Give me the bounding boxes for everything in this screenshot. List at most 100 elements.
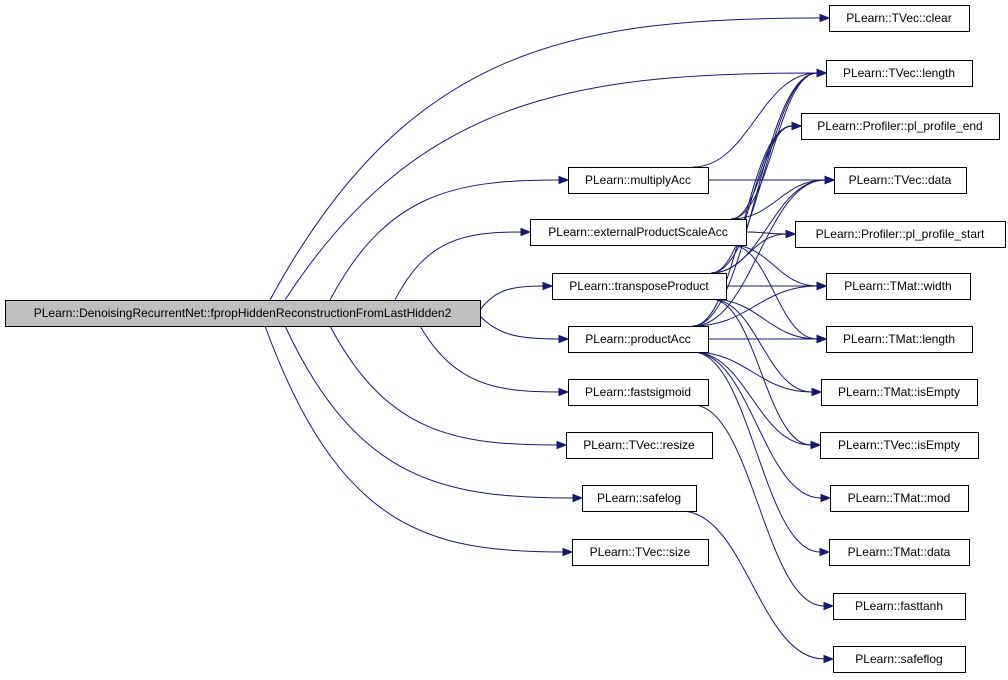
edge-line <box>692 285 818 327</box>
edge-layer <box>264 13 836 664</box>
node-label: PLearn::TMat::width <box>844 279 951 293</box>
edge-product-acc-to-tmat-width <box>692 281 828 327</box>
edge-external-product-scale-acc-to-tvec-length <box>730 68 828 220</box>
edge-root-to-external-product-scale-acc <box>394 227 532 301</box>
edge-line <box>284 72 818 301</box>
node-transpose-product[interactable]: PLearn::transposeProduct <box>552 273 727 300</box>
node-box <box>795 221 1006 248</box>
edge-line <box>419 325 560 393</box>
node-box <box>5 300 481 327</box>
edge-line <box>730 179 826 220</box>
node-box <box>826 60 973 87</box>
node-box <box>530 219 747 246</box>
node-tvec-data[interactable]: PLearn::TVec::data <box>834 167 967 194</box>
arrowhead <box>785 229 797 239</box>
edge-external-product-scale-acc-to-tmat-width <box>730 244 828 291</box>
node-label: PLearn::TVec::length <box>843 66 955 80</box>
arrowhead <box>816 281 828 291</box>
node-box <box>801 113 1000 140</box>
edge-line <box>710 125 793 274</box>
arrowhead <box>824 175 836 185</box>
node-box <box>833 593 966 620</box>
edge-line <box>394 231 522 301</box>
arrowhead <box>520 227 532 237</box>
edge-line <box>692 179 826 327</box>
node-tvec-length[interactable]: PLearn::TVec::length <box>826 60 973 87</box>
node-box <box>826 273 971 300</box>
node-box <box>568 326 709 353</box>
edge-line <box>710 298 813 393</box>
edge-fastsigmoid-to-fasttanh <box>692 404 835 611</box>
node-label: PLearn::fasttanh <box>855 599 943 613</box>
node-multiply-acc[interactable]: PLearn::multiplyAcc <box>568 167 709 194</box>
node-fasttanh[interactable]: PLearn::fasttanh <box>833 593 966 620</box>
edge-line <box>479 315 560 340</box>
node-profile-start[interactable]: PLearn::Profiler::pl_profile_start <box>795 221 1006 248</box>
node-label: PLearn::TMat::mod <box>848 491 951 505</box>
edge-line <box>710 298 818 340</box>
node-safeflog[interactable]: PLearn::safeflog <box>833 646 966 673</box>
node-tmat-data[interactable]: PLearn::TMat::data <box>829 539 970 566</box>
root-node[interactable]: PLearn::DenoisingRecurrentNet::fpropHidd… <box>5 300 481 327</box>
edge-product-acc-to-tmat-is-empty <box>692 351 823 397</box>
edge-product-acc-to-tmat-length <box>708 334 828 344</box>
node-label: PLearn::safeflog <box>855 652 942 666</box>
edge-line <box>730 244 818 340</box>
node-label: PLearn::TMat::length <box>843 332 955 346</box>
edge-line <box>264 325 564 553</box>
node-tmat-width[interactable]: PLearn::TMat::width <box>826 273 971 300</box>
node-box <box>829 539 970 566</box>
node-product-acc[interactable]: PLearn::productAcc <box>568 326 709 353</box>
edge-line <box>730 125 793 220</box>
node-tvec-is-empty[interactable]: PLearn::TVec::isEmpty <box>820 432 979 459</box>
arrowhead <box>820 493 832 503</box>
node-label: PLearn::TVec::size <box>590 545 691 559</box>
node-label: PLearn::TVec::data <box>849 173 952 187</box>
node-box <box>834 167 967 194</box>
node-safelog[interactable]: PLearn::safelog <box>582 485 697 512</box>
edge-root-to-tvec-resize <box>329 325 568 450</box>
edge-transpose-product-to-profile-end <box>710 121 803 274</box>
edge-line <box>692 351 813 393</box>
edge-root-to-tvec-length <box>284 68 828 301</box>
node-external-product-scale-acc[interactable]: PLearn::externalProductScaleAcc <box>530 219 747 246</box>
node-box <box>572 539 709 566</box>
arrowhead <box>791 121 803 131</box>
arrowhead <box>556 440 568 450</box>
edge-line <box>730 72 818 220</box>
arrowhead <box>558 175 570 185</box>
node-label: PLearn::multiplyAcc <box>585 173 691 187</box>
edge-root-to-product-acc <box>479 315 570 344</box>
edge-line <box>680 510 825 660</box>
node-box <box>820 432 979 459</box>
arrowhead <box>558 387 570 397</box>
node-profile-end[interactable]: PLearn::Profiler::pl_profile_end <box>801 113 1000 140</box>
node-tvec-clear[interactable]: PLearn::TVec::clear <box>829 5 970 32</box>
arrowhead <box>811 387 823 397</box>
node-label: PLearn::TVec::isEmpty <box>838 438 960 452</box>
edge-root-to-multiply-acc <box>329 175 570 301</box>
node-tmat-length[interactable]: PLearn::TMat::length <box>826 326 973 353</box>
node-label: PLearn::transposeProduct <box>569 279 709 293</box>
arrowhead <box>823 601 835 611</box>
node-tvec-resize[interactable]: PLearn::TVec::resize <box>566 432 713 459</box>
edge-line <box>479 285 544 311</box>
arrowhead <box>819 13 831 23</box>
node-label: PLearn::productAcc <box>585 332 690 346</box>
edge-line <box>692 351 821 553</box>
node-tmat-mod[interactable]: PLearn::TMat::mod <box>830 485 969 512</box>
node-tmat-is-empty[interactable]: PLearn::TMat::isEmpty <box>821 379 978 406</box>
arrowhead <box>542 281 554 291</box>
edge-product-acc-to-tvec-data <box>692 175 836 327</box>
node-box <box>582 485 697 512</box>
edge-root-to-fastsigmoid <box>419 325 570 397</box>
arrowhead <box>558 334 570 344</box>
node-box <box>552 273 727 300</box>
node-fastsigmoid[interactable]: PLearn::fastsigmoid <box>568 379 709 406</box>
node-box <box>829 5 970 32</box>
edge-line <box>692 72 818 327</box>
arrowhead <box>572 493 584 503</box>
edge-root-to-transpose-product <box>479 281 554 311</box>
node-tvec-size[interactable]: PLearn::TVec::size <box>572 539 709 566</box>
